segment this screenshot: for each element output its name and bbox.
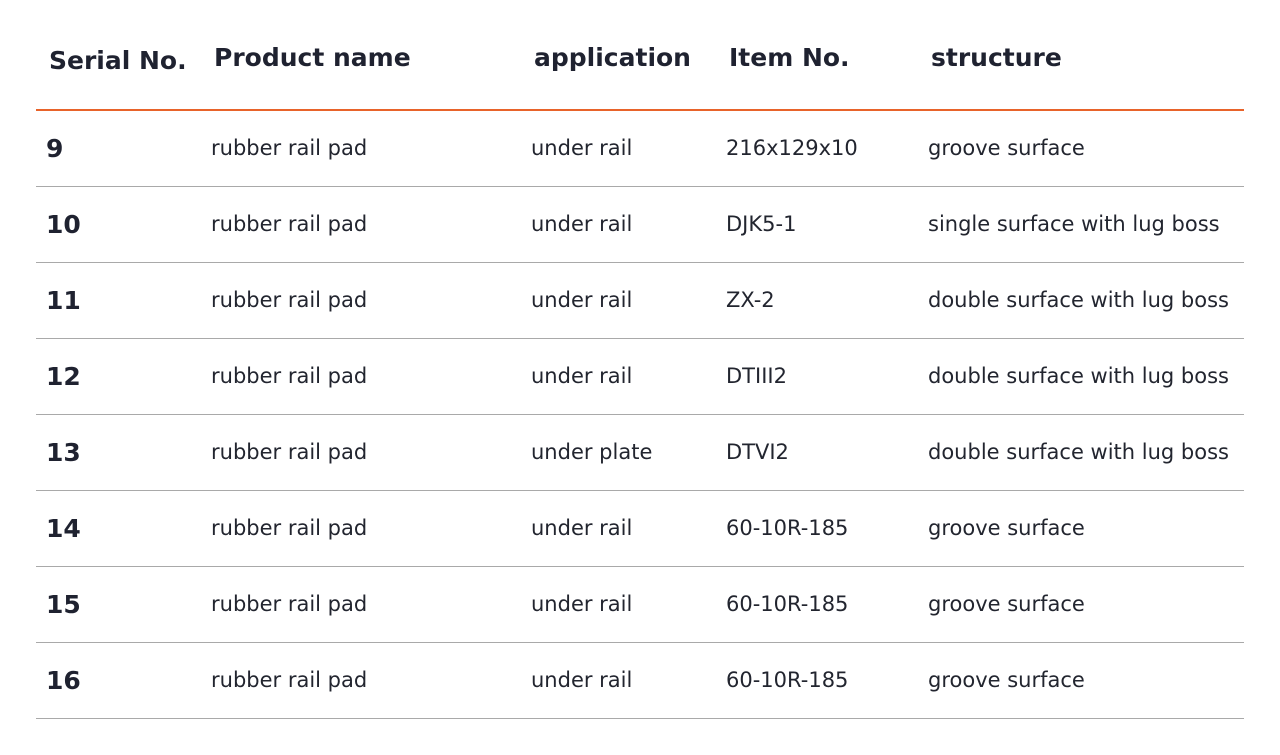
cell-item-no: 216x129x10 [726, 136, 858, 160]
table-row: 11 rubber rail pad under rail ZX-2 doubl… [36, 263, 1244, 339]
cell-product-name: rubber rail pad [211, 288, 368, 312]
cell-product-name: rubber rail pad [211, 592, 368, 616]
cell-serial-no: 12 [46, 362, 81, 391]
cell-structure: groove surface [928, 516, 1085, 540]
table-row: 16 rubber rail pad under rail 60-10R-185… [36, 643, 1244, 719]
cell-application: under rail [531, 592, 633, 616]
table-row: 9 rubber rail pad under rail 216x129x10 … [36, 111, 1244, 187]
cell-item-no: DJK5-1 [726, 212, 797, 236]
cell-serial-no: 10 [46, 210, 81, 239]
cell-structure: groove surface [928, 592, 1085, 616]
cell-application: under plate [531, 440, 653, 464]
cell-application: under rail [531, 364, 633, 388]
cell-application: under rail [531, 288, 633, 312]
cell-structure: single surface with lug boss [928, 212, 1220, 236]
table-row: 12 rubber rail pad under rail DTIII2 dou… [36, 339, 1244, 415]
header-structure: structure [931, 43, 1062, 72]
cell-product-name: rubber rail pad [211, 516, 368, 540]
cell-product-name: rubber rail pad [211, 440, 368, 464]
cell-product-name: rubber rail pad [211, 136, 368, 160]
header-product-name: Product name [214, 43, 411, 72]
product-table: Serial No. Product name application Item… [36, 0, 1244, 719]
cell-item-no: ZX-2 [726, 288, 775, 312]
cell-serial-no: 16 [46, 666, 81, 695]
cell-application: under rail [531, 136, 633, 160]
cell-product-name: rubber rail pad [211, 668, 368, 692]
table-row: 10 rubber rail pad under rail DJK5-1 sin… [36, 187, 1244, 263]
cell-item-no: 60-10R-185 [726, 668, 849, 692]
cell-application: under rail [531, 516, 633, 540]
cell-serial-no: 9 [46, 134, 64, 163]
cell-structure: groove surface [928, 668, 1085, 692]
cell-item-no: DTIII2 [726, 364, 787, 388]
cell-item-no: 60-10R-185 [726, 516, 849, 540]
table-header-row: Serial No. Product name application Item… [36, 0, 1244, 111]
cell-structure: double surface with lug boss [928, 440, 1229, 464]
cell-structure: groove surface [928, 136, 1085, 160]
table-row: 13 rubber rail pad under plate DTVI2 dou… [36, 415, 1244, 491]
header-application: application [534, 43, 691, 72]
table-row: 14 rubber rail pad under rail 60-10R-185… [36, 491, 1244, 567]
cell-product-name: rubber rail pad [211, 212, 368, 236]
cell-structure: double surface with lug boss [928, 364, 1229, 388]
cell-application: under rail [531, 212, 633, 236]
cell-serial-no: 15 [46, 590, 81, 619]
cell-serial-no: 13 [46, 438, 81, 467]
cell-application: under rail [531, 668, 633, 692]
table-row: 15 rubber rail pad under rail 60-10R-185… [36, 567, 1244, 643]
header-serial-no: Serial No. [49, 46, 187, 75]
cell-product-name: rubber rail pad [211, 364, 368, 388]
cell-serial-no: 14 [46, 514, 81, 543]
header-item-no: Item No. [729, 43, 850, 72]
cell-structure: double surface with lug boss [928, 288, 1229, 312]
cell-item-no: 60-10R-185 [726, 592, 849, 616]
cell-item-no: DTVI2 [726, 440, 789, 464]
cell-serial-no: 11 [46, 286, 81, 315]
